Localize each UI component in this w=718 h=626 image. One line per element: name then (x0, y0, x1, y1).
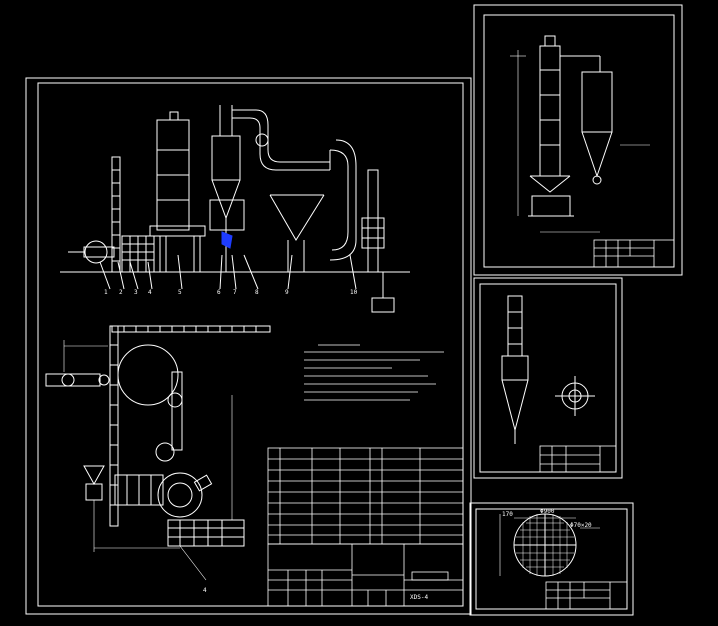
bag-filter-hopper (269, 194, 325, 272)
balloon-2: 2 (119, 289, 123, 296)
perforated-plate (513, 513, 577, 577)
plate-labels: 170 Φ900 Φ70×20 (502, 508, 592, 529)
plan-stair (167, 519, 245, 547)
tower-title-block (593, 239, 675, 268)
plan-duct (171, 371, 183, 451)
plan-hopper (83, 465, 105, 486)
balloon-10: 10 (350, 289, 358, 296)
stair-platform (121, 235, 155, 273)
plan-fan-a (155, 442, 175, 462)
brick-column (111, 156, 121, 273)
tower-dimensions (510, 50, 650, 233)
cyclone-plan (555, 376, 595, 416)
plate-sheet-outer-border (469, 502, 634, 616)
tower-sheet-outer-border (473, 4, 683, 276)
balloon-1: 1 (104, 289, 108, 296)
plan-dimensions (63, 340, 233, 581)
main-sheet-inner-border (37, 82, 464, 607)
plate-title-block (545, 581, 628, 610)
tower-sheet-inner-border (483, 14, 675, 268)
balloon-9: 9 (285, 289, 289, 296)
sheet-tower (473, 4, 683, 276)
plan-blower (45, 373, 110, 387)
parts-list (267, 447, 464, 545)
plate-dim-top: Φ900 (540, 508, 555, 515)
balloon-4: 4 (148, 289, 152, 296)
plan-tower-circle (117, 344, 179, 406)
plan-view (45, 325, 271, 581)
balloon-3: 3 (134, 289, 138, 296)
tower-cyclone (560, 55, 613, 185)
balloon-8: 8 (255, 289, 259, 296)
duct-system (232, 109, 357, 261)
plan-balloon: 4 (203, 587, 207, 594)
cyclone-elevation (501, 295, 529, 444)
plate-dim-mid: Φ70×20 (570, 522, 592, 529)
main-sheet-labels: 1 2 3 4 5 6 7 8 9 10 4 XDS-4 (104, 289, 428, 601)
technical-notes (304, 344, 444, 401)
plan-brick-wall-vertical (109, 325, 119, 527)
plan-brick-wall-horizontal (111, 325, 271, 333)
exhaust-stack (361, 169, 385, 273)
highlighted-valve (221, 231, 233, 249)
sheet-cyclone (473, 277, 623, 479)
balloon-5: 5 (178, 289, 182, 296)
cyclone-title-block (539, 445, 617, 473)
elevation-view (60, 105, 410, 313)
plate-dimensions (499, 514, 600, 576)
plate-dim-left: 170 (502, 511, 513, 518)
blower-fan (84, 240, 108, 264)
spray-tower (528, 35, 574, 217)
balloon-7: 7 (233, 289, 237, 296)
balloon-6: 6 (217, 289, 221, 296)
leader-lines (99, 254, 357, 290)
main-sheet-outer-border (25, 77, 472, 615)
plan-cyclone-circle (157, 472, 203, 518)
main-sheet (25, 77, 472, 615)
drawing-number: XDS-4 (410, 594, 428, 601)
drying-tower (149, 111, 206, 273)
title-block (267, 543, 464, 607)
sheet-plate (469, 502, 634, 616)
cyclone-sheet-outer-border (473, 277, 623, 479)
